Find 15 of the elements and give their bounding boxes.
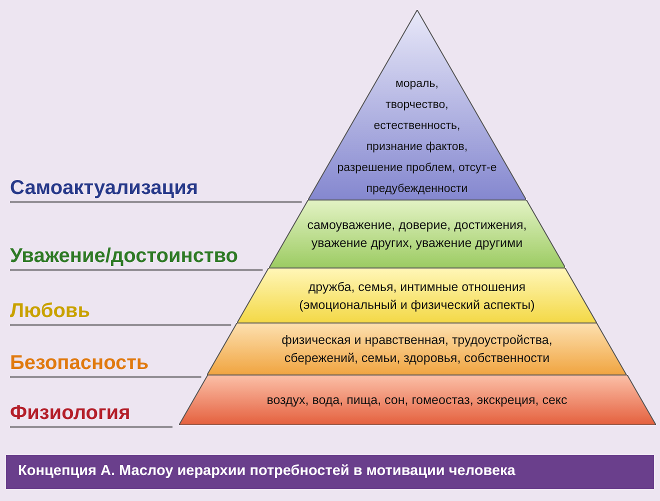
- pyramid-level: [207, 323, 627, 375]
- level-label: Уважение/достоинство: [10, 244, 238, 268]
- caption-bar: Концепция А. Маслоу иерархии потребностей в мотивации человека: [6, 455, 654, 489]
- level-label: Любовь: [10, 299, 90, 323]
- level-label: Физиология: [10, 401, 130, 425]
- level-text: самоуважение, доверие, достижения, уважение других, уважение другими: [306, 217, 528, 252]
- level-label: Безопасность: [10, 351, 149, 375]
- pyramid-level: [268, 200, 566, 268]
- pyramid-level: [237, 268, 597, 323]
- level-text: мораль, творчество, естественность, признание фактов, разрешение проблем, отсут-е предубежденности: [336, 77, 498, 197]
- level-text: воздух, вода, пища, сон, гомеостаз, экскреция, секс: [266, 392, 568, 409]
- level-text: физическая и нравственная, трудоустройства, сбережений, семьи, здоровья, собственности: [280, 332, 554, 367]
- level-label: Самоактуализация: [10, 176, 198, 200]
- pyramid-level: [178, 375, 656, 425]
- level-text: дружба, семья, интимные отношения (эмоциональный и физический аспекты): [298, 278, 536, 314]
